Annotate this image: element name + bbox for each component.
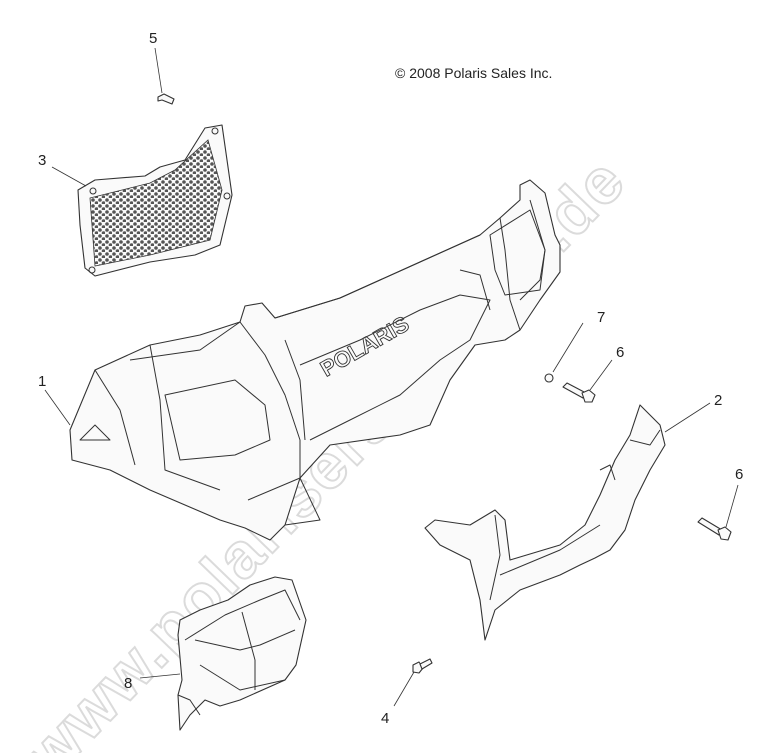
- callout-8: 8: [124, 675, 133, 692]
- washer-part-7: [544, 322, 584, 383]
- bolt-part-6-upper: [562, 359, 613, 403]
- bolt-part-6-lower: [697, 484, 739, 541]
- callout-6-upper: 6: [616, 344, 625, 361]
- screw-part-5: [154, 47, 175, 105]
- copyright-notice: © 2008 Polaris Sales Inc.: [395, 65, 553, 81]
- grille-mesh-part-3: [51, 124, 233, 277]
- callout-4: 4: [381, 710, 390, 727]
- callout-6-lower: 6: [735, 466, 744, 483]
- callout-7: 7: [597, 309, 606, 326]
- callout-5: 5: [149, 30, 158, 47]
- front-bumper-part-1: POLARIS: [44, 179, 561, 541]
- callout-1: 1: [38, 373, 47, 390]
- screw-part-4: [393, 658, 433, 707]
- lower-fascia-part-2: [424, 402, 711, 641]
- bracket-part-8: [139, 576, 307, 731]
- callout-2: 2: [714, 392, 723, 409]
- callout-3: 3: [38, 152, 47, 169]
